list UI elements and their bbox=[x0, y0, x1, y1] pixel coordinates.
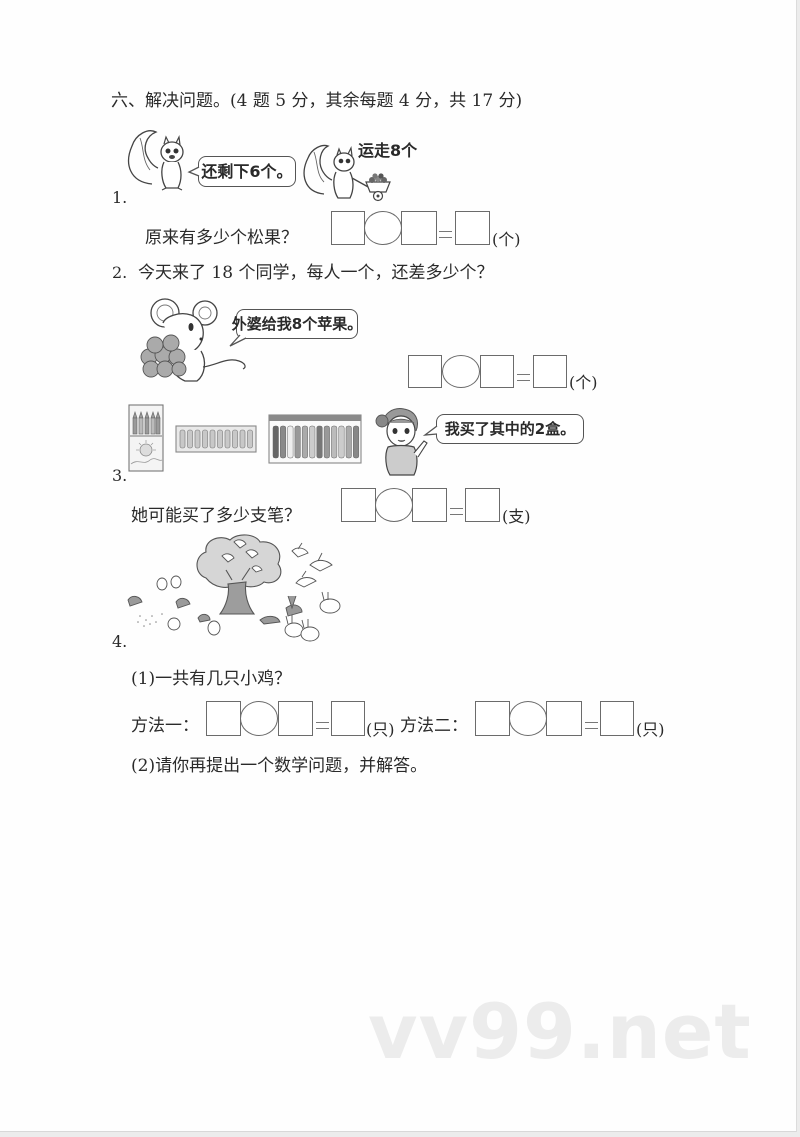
method-2-label: 方法二： bbox=[400, 716, 468, 736]
equals-sign bbox=[517, 374, 530, 381]
question-prompt: 原来有多少个松果？ bbox=[145, 228, 298, 248]
squirrel-icon bbox=[128, 130, 184, 191]
operator-circle[interactable] bbox=[509, 701, 547, 736]
tree-with-birds-icon bbox=[196, 534, 282, 615]
equals-sign bbox=[450, 508, 463, 515]
operand-box[interactable] bbox=[546, 701, 582, 736]
operator-circle[interactable] bbox=[240, 701, 278, 736]
chicks-icon bbox=[127, 575, 191, 631]
operator-circle[interactable] bbox=[375, 488, 413, 522]
operand-box[interactable] bbox=[341, 488, 376, 522]
speech-bubble-q3: 我买了其中的2盒。 bbox=[436, 414, 584, 444]
method-1-label: 方法一： bbox=[131, 716, 199, 736]
watermark: vv99.net bbox=[368, 987, 752, 1076]
caption-q1: 运走8个 bbox=[358, 141, 418, 160]
equals-sign bbox=[439, 231, 452, 238]
question-number: 1. bbox=[112, 188, 128, 207]
result-box[interactable] bbox=[455, 211, 490, 245]
operand-box[interactable] bbox=[206, 701, 241, 736]
sub-question-2: (2)请你再提出一个数学问题，并解答。 bbox=[131, 756, 428, 776]
question-text: 今天来了 18 个同学，每人一个，还差多少个？ bbox=[138, 263, 494, 283]
crayon-box-icon bbox=[128, 404, 164, 472]
operand-box[interactable] bbox=[475, 701, 510, 736]
operator-circle[interactable] bbox=[442, 355, 480, 388]
girl-icon bbox=[375, 408, 428, 476]
question-number: 2. bbox=[112, 263, 128, 282]
squirrel-with-cart-icon bbox=[303, 144, 391, 202]
pen-box-small-icon bbox=[175, 425, 257, 453]
sub-question-1: (1)一共有几只小鸡？ bbox=[131, 669, 292, 689]
result-box[interactable] bbox=[331, 701, 365, 736]
operand-box[interactable] bbox=[408, 355, 442, 388]
speech-tail-icon bbox=[422, 425, 438, 436]
operand-box[interactable] bbox=[331, 211, 365, 245]
chicks-near-tree-icon bbox=[197, 613, 221, 636]
mouse-with-apples-icon bbox=[140, 298, 246, 382]
operand-box[interactable] bbox=[401, 211, 437, 245]
question-number: 4. bbox=[112, 632, 128, 651]
result-box[interactable] bbox=[600, 701, 634, 736]
result-box[interactable] bbox=[533, 355, 567, 388]
pen-box-large-icon bbox=[268, 414, 362, 464]
operand-box[interactable] bbox=[412, 488, 447, 522]
speech-bubble-q1: 还剩下6个。 bbox=[198, 156, 296, 187]
question-prompt: 她可能买了多少支笔？ bbox=[131, 506, 301, 526]
section-title: 六、解决问题。(4 题 5 分，其余每题 4 分，共 17 分) bbox=[111, 91, 523, 111]
speech-tail-icon bbox=[229, 334, 247, 347]
question-number: 3. bbox=[112, 466, 128, 485]
speech-bubble-q2: 外婆给我8个苹果。 bbox=[232, 309, 362, 339]
equals-sign bbox=[316, 722, 329, 729]
unit-label: (支) bbox=[502, 507, 531, 526]
unit-label: (只) bbox=[366, 720, 395, 739]
speech-tail-icon bbox=[187, 166, 200, 177]
unit-label: (只) bbox=[636, 720, 665, 739]
result-box[interactable] bbox=[465, 488, 500, 522]
operator-circle[interactable] bbox=[364, 211, 402, 245]
operand-box[interactable] bbox=[278, 701, 313, 736]
operand-box[interactable] bbox=[480, 355, 514, 388]
flying-birds-icon bbox=[291, 542, 333, 588]
equals-sign bbox=[585, 722, 598, 729]
unit-label: (个) bbox=[569, 373, 598, 392]
unit-label: (个) bbox=[492, 230, 521, 249]
rabbits-icon bbox=[259, 591, 341, 642]
